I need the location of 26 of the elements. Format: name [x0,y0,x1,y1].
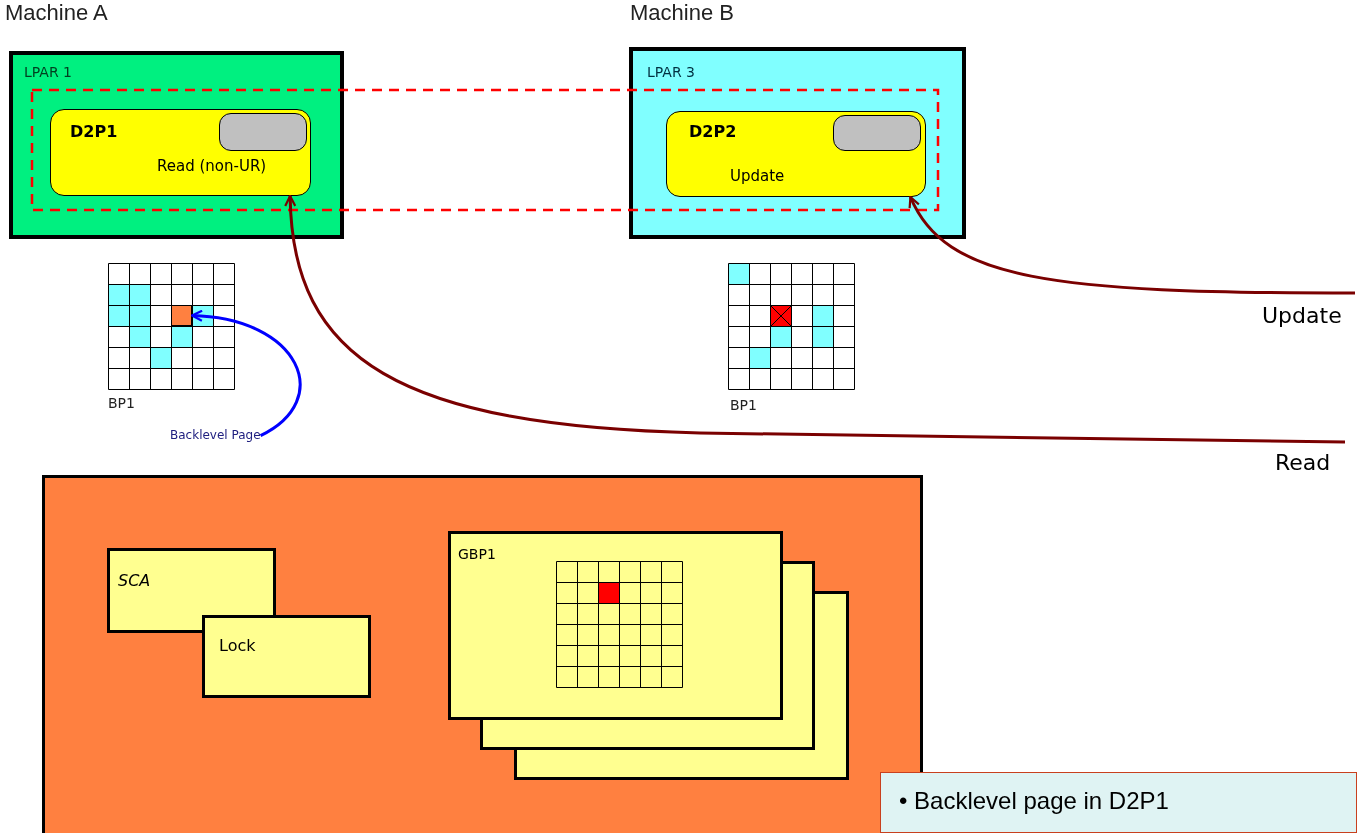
structure-label: GBP1 [458,546,496,562]
subsystem-name: D2P2 [689,122,737,141]
structure-label: Lock [219,636,256,655]
workload-label: Read (non-UR) [157,157,267,175]
callout-box [880,772,1357,833]
lock-manager-box [219,113,307,151]
annotation-text: Backlevel Page [170,428,261,442]
flow-arrow [284,194,1346,444]
structure-box [202,615,371,698]
flow-arrow [909,195,1355,295]
structure-label: SCA [118,571,151,590]
lock-manager-box [833,115,921,151]
machine-heading: Machine B [630,0,734,26]
leader-arrow [190,310,302,437]
workload-label: Update [730,167,785,185]
partition-label: LPAR 3 [647,64,695,80]
partition-label: LPAR 1 [24,64,72,80]
subsystem-box [666,111,926,197]
callout-text: • Backlevel page in D2P1 [899,787,1169,815]
structure-box [107,548,276,633]
subsystem-name: D2P1 [70,122,118,141]
subsystem-box [50,109,311,196]
machine-heading: Machine A [5,0,108,26]
pool-label: BP1 [730,397,757,413]
page-cell [171,305,192,326]
pool-label: BP1 [108,395,135,411]
